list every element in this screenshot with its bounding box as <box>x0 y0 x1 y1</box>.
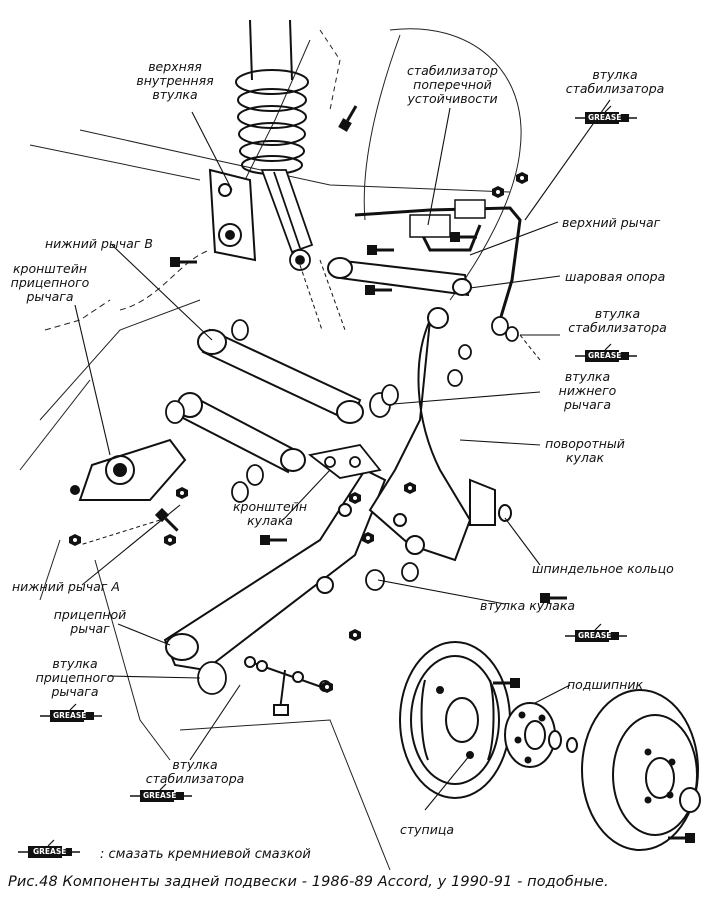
leader-lines <box>74 99 611 811</box>
label-stabilizer-bushing-right: втулка стабилизатора <box>568 306 667 335</box>
upper-arm <box>327 257 472 297</box>
spindle-ring <box>498 504 512 522</box>
knuckle <box>368 307 496 562</box>
grease-tag-text: GREASE <box>33 847 67 856</box>
label-upper-arm: верхний рычаг <box>562 215 661 230</box>
bushings <box>165 316 519 695</box>
label-lower-arm-a: нижний рычаг A <box>12 579 120 594</box>
figure-caption-text: Компоненты задней подвески - 1986-89 Acc… <box>62 874 609 890</box>
figure-number: Рис.48 <box>8 874 58 890</box>
label-ball-joint: шаровая опора <box>565 269 666 284</box>
stabilizer-bracket <box>409 199 486 238</box>
body-outline <box>19 28 522 871</box>
lower-arm-a <box>177 392 306 474</box>
grease-tag: GREASE <box>585 112 649 128</box>
stabilizer-link <box>244 656 331 716</box>
grease-tag: GREASE <box>575 630 639 646</box>
grease-tag-text: GREASE <box>53 711 87 720</box>
label-knuckle-bushing: втулка кулака <box>480 598 576 613</box>
brake-drum <box>581 689 699 851</box>
label-upper-inner-bushing: верхняя внутренняя втулка <box>136 59 214 102</box>
grease-legend: GREASE : смазать кремниевой смазкой <box>20 845 360 867</box>
figure-caption: Рис.48 Компоненты задней подвески - 1986… <box>8 874 714 890</box>
grease-tag: GREASE <box>30 846 94 862</box>
trailing-arm <box>163 468 387 672</box>
grease-tag-text: GREASE <box>588 113 622 122</box>
subframe-bracket <box>208 168 257 262</box>
label-lower-arm-bushing: втулка нижнего рычага <box>558 369 617 412</box>
label-knuckle-bracket: кронштейн кулака <box>232 499 307 528</box>
label-hub: ступица <box>400 822 455 837</box>
shock-absorber <box>260 169 314 271</box>
label-lower-arm-b: нижний рычаг B <box>45 236 153 251</box>
legend-text: : смазать кремниевой смазкой <box>100 847 311 862</box>
label-stabilizer-bar: стабилизатор поперечной устойчивости <box>407 63 498 106</box>
grease-tag-text: GREASE <box>578 631 612 640</box>
label-trailing-arm-bracket: кронштейн прицепного рычага <box>10 261 90 304</box>
coil-spring <box>235 19 309 175</box>
label-bearing: подшипник <box>567 677 644 692</box>
label-stabilizer-bushing-bottom: втулка стабилизатора <box>145 757 245 786</box>
label-knuckle: поворотный кулак <box>545 436 625 465</box>
grease-tag: GREASE <box>140 790 204 806</box>
hub <box>504 702 556 768</box>
grease-tag-text: GREASE <box>588 351 622 360</box>
lower-arm-b <box>197 328 364 424</box>
brake-backing-plate <box>399 641 511 799</box>
label-stabilizer-bushing-top: втулка стабилизатора <box>565 67 665 96</box>
bearing <box>548 730 578 753</box>
grease-tag: GREASE <box>585 350 649 366</box>
grease-tag-text: GREASE <box>143 791 177 800</box>
trailing-arm-bracket <box>70 438 187 501</box>
grease-tag: GREASE <box>50 710 114 726</box>
drum-cap <box>679 787 701 813</box>
label-spindle-ring: шпиндельное кольцо <box>532 561 674 576</box>
label-trailing-arm: прицепной рычаг <box>53 607 127 636</box>
label-trailing-arm-bushing: втулка прицепного рычага <box>35 656 115 699</box>
assembly-arrows <box>79 259 541 546</box>
